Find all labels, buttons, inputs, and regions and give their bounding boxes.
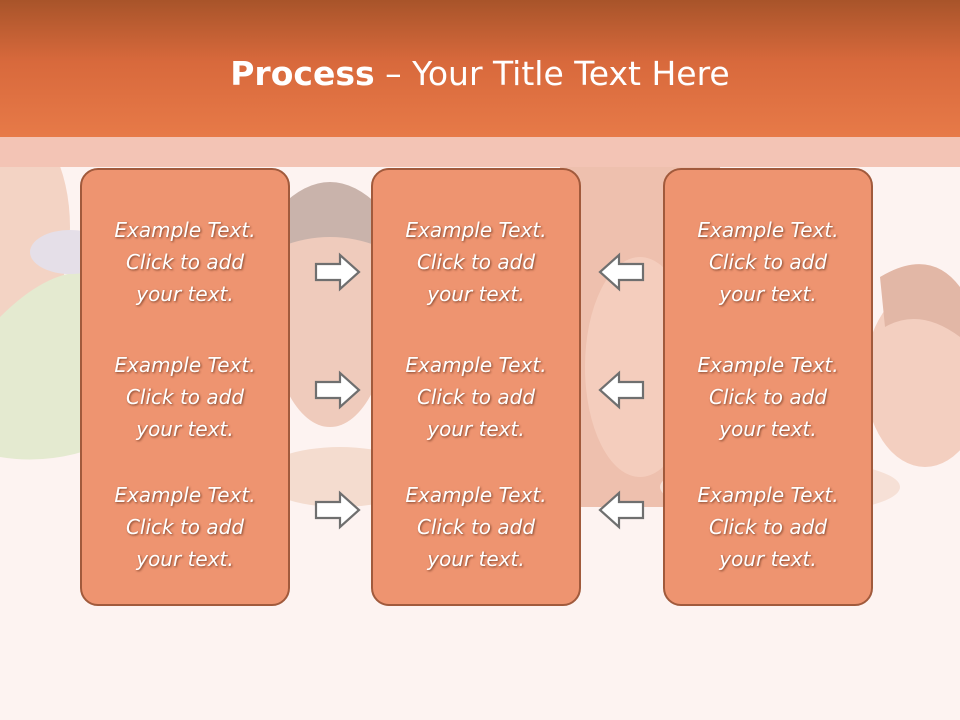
text-item[interactable]: Example Text. Click to add your text.	[82, 349, 288, 445]
text-item[interactable]: Example Text. Click to add your text.	[373, 349, 579, 445]
text-line: Click to add	[416, 250, 536, 274]
slide-title[interactable]: Process – Your Title Text Here	[0, 52, 960, 96]
text-item[interactable]: Example Text. Click to add your text.	[82, 214, 288, 310]
text-line: your text.	[136, 282, 234, 306]
text-line: your text.	[427, 547, 525, 571]
text-item[interactable]: Example Text. Click to add your text.	[373, 479, 579, 575]
title-rest: – Your Title Text Here	[374, 54, 730, 93]
text-item[interactable]: Example Text. Click to add your text.	[373, 214, 579, 310]
text-line: Click to add	[708, 385, 828, 409]
text-item[interactable]: Example Text. Click to add your text.	[665, 214, 871, 310]
arrow-right-icon	[314, 370, 361, 410]
text-line: Example Text.	[405, 353, 547, 377]
text-item[interactable]: Example Text. Click to add your text.	[82, 479, 288, 575]
text-line: your text.	[427, 417, 525, 441]
text-line: your text.	[427, 282, 525, 306]
text-item[interactable]: Example Text. Click to add your text.	[665, 479, 871, 575]
process-box-center[interactable]: Example Text. Click to add your text. Ex…	[371, 168, 581, 606]
text-line: Click to add	[708, 250, 828, 274]
text-line: Click to add	[416, 385, 536, 409]
arrow-left-icon	[598, 370, 645, 410]
text-line: Example Text.	[114, 483, 256, 507]
title-bar	[0, 0, 960, 137]
text-item[interactable]: Example Text. Click to add your text.	[665, 349, 871, 445]
text-line: Example Text.	[405, 483, 547, 507]
text-line: your text.	[136, 547, 234, 571]
text-line: your text.	[719, 282, 817, 306]
text-line: Example Text.	[114, 218, 256, 242]
text-line: Example Text.	[697, 218, 839, 242]
text-line: Click to add	[416, 515, 536, 539]
text-line: Example Text.	[405, 218, 547, 242]
text-line: Click to add	[125, 250, 245, 274]
text-line: your text.	[719, 417, 817, 441]
text-line: Click to add	[708, 515, 828, 539]
process-box-left[interactable]: Example Text. Click to add your text. Ex…	[80, 168, 290, 606]
arrow-right-icon	[314, 490, 361, 530]
text-line: your text.	[719, 547, 817, 571]
text-line: Example Text.	[114, 353, 256, 377]
arrow-right-icon	[314, 252, 361, 292]
arrow-left-icon	[598, 252, 645, 292]
process-box-right[interactable]: Example Text. Click to add your text. Ex…	[663, 168, 873, 606]
text-line: Click to add	[125, 385, 245, 409]
text-line: Example Text.	[697, 483, 839, 507]
text-line: Example Text.	[697, 353, 839, 377]
header-strip	[0, 137, 960, 167]
text-line: your text.	[136, 417, 234, 441]
title-bold: Process	[230, 54, 375, 93]
text-line: Click to add	[125, 515, 245, 539]
arrow-left-icon	[598, 490, 645, 530]
